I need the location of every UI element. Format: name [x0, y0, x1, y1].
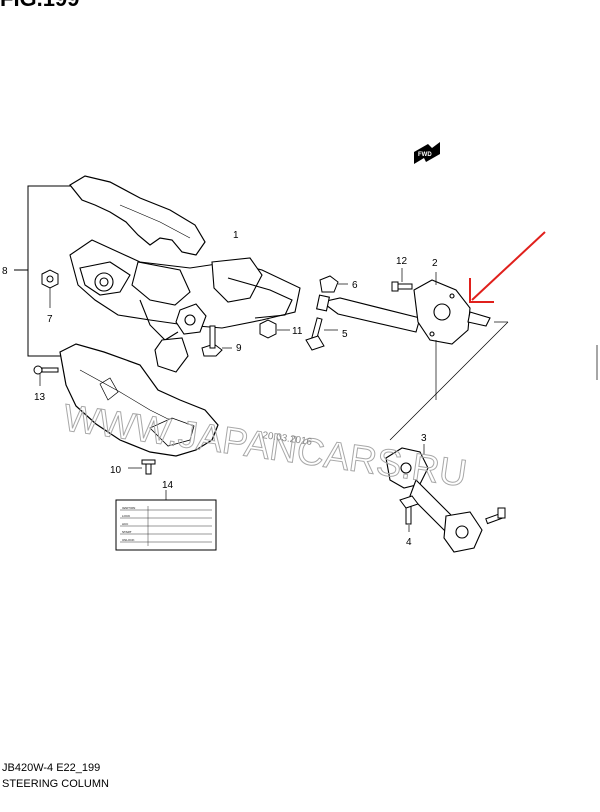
fwd-label: FWD	[418, 152, 432, 158]
callout-5: 5	[342, 329, 348, 340]
label-row: START	[122, 530, 132, 534]
bolt-9	[201, 325, 223, 357]
callout-1: 1	[233, 230, 239, 241]
callout-12: 12	[396, 256, 408, 267]
label-row: LOCK	[122, 514, 130, 518]
watermark: WWW.JAPANCARS.RU	[61, 397, 470, 495]
label-plate-14: IGNITION LOCK ACC START UNLOCK	[115, 490, 217, 551]
label-row: ACC	[122, 522, 129, 526]
diagram-code: JB420W-4 E22_199	[2, 762, 101, 774]
callout-3: 3	[421, 433, 427, 444]
fwd-arrow-icon: FWD	[414, 142, 440, 164]
callout-10: 10	[110, 465, 122, 476]
callout-7: 7	[47, 314, 53, 325]
bolt-12	[391, 281, 413, 292]
callout-13: 13	[34, 392, 46, 403]
section-title: STEERING COLUMN	[2, 778, 109, 790]
red-pointer-arrow-icon	[469, 231, 546, 303]
callout-2: 2	[432, 258, 438, 269]
callout-11: 11	[292, 326, 303, 337]
clip-6	[319, 275, 339, 293]
joint-bolt	[485, 507, 506, 525]
universal-joint-3	[385, 447, 483, 553]
bracket-8	[14, 185, 78, 357]
bolt-5	[305, 317, 325, 351]
label-row: IGNITION	[122, 506, 135, 510]
figure-title: FIG.199	[0, 0, 79, 12]
callout-8: 8	[2, 266, 8, 277]
screw-10	[141, 459, 156, 475]
callout-4: 4	[406, 537, 412, 548]
upper-column-cover	[69, 175, 206, 256]
steering-column-assembly	[69, 239, 301, 373]
callout-6: 6	[352, 280, 358, 291]
nut-11	[259, 319, 277, 339]
column-shaft-2	[316, 279, 491, 345]
callout-9: 9	[236, 343, 242, 354]
label-row: UNLOCK	[122, 538, 135, 542]
callout-14: 14	[162, 480, 174, 491]
screw-13	[33, 365, 59, 375]
bolt-4	[399, 495, 419, 525]
nut-7	[41, 269, 59, 289]
